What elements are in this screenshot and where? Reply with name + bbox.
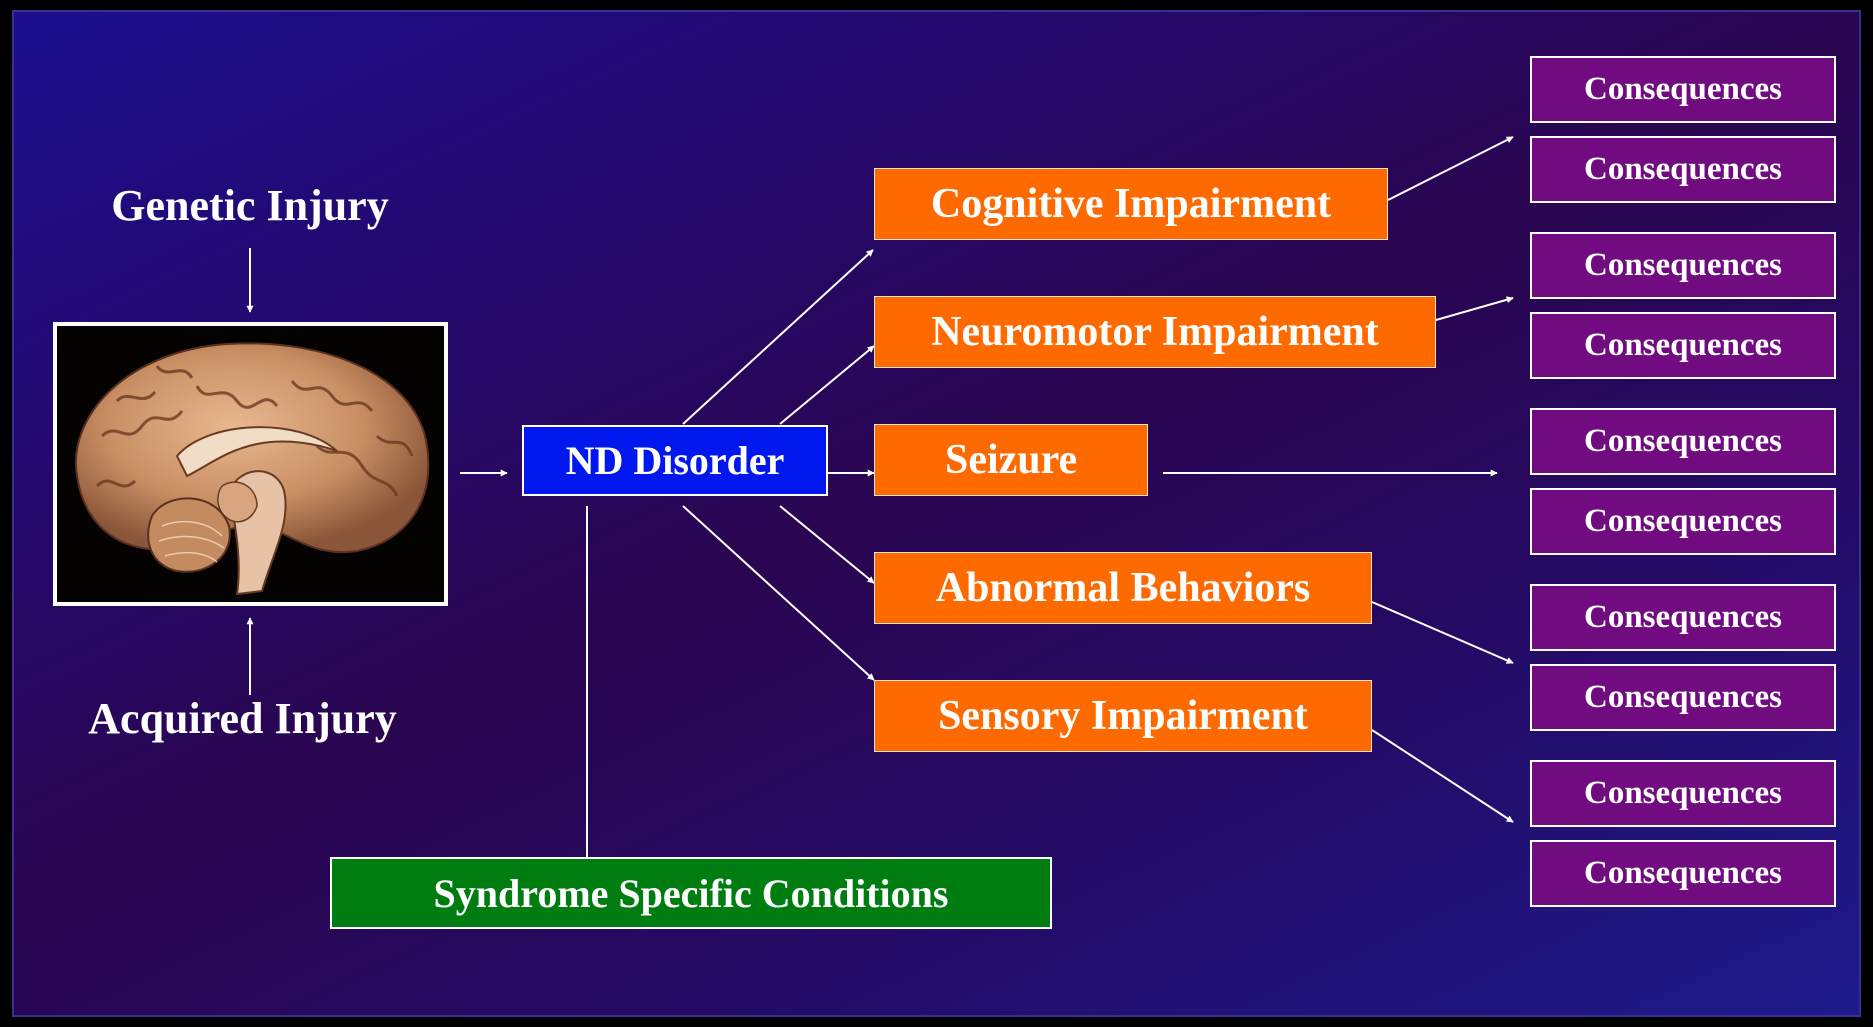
consequences-box-3: Consequences xyxy=(1530,232,1836,299)
consequences-box-4: Consequences xyxy=(1530,312,1836,379)
arrow-nd-to-cognitive xyxy=(682,249,874,425)
consequences-box-7: Consequences xyxy=(1530,584,1836,651)
consequences-box-2: Consequences xyxy=(1530,136,1836,203)
acquired-injury-label: Acquired Injury xyxy=(88,694,397,743)
nd-disorder-box: ND Disorder xyxy=(522,425,828,496)
consequences-box-1: Consequences xyxy=(1530,56,1836,123)
arrow-neuromotor-to-consequences xyxy=(1435,296,1514,321)
consequences-box-6: Consequences xyxy=(1530,488,1836,555)
consequences-box-9: Consequences xyxy=(1530,760,1836,827)
consequences-box-5: Consequences xyxy=(1530,408,1836,475)
arrow-nd-to-neuromotor xyxy=(779,345,875,425)
arrow-nd-to-sensory xyxy=(682,505,875,681)
arrow-nd-to-abnormal xyxy=(779,505,875,584)
brain-image xyxy=(53,322,448,606)
arrow-cognitive-to-consequences xyxy=(1387,136,1514,201)
arrow-sensory-to-consequences xyxy=(1371,729,1514,823)
consequences-box-8: Consequences xyxy=(1530,664,1836,731)
cognitive-impairment-box: Cognitive Impairment xyxy=(874,168,1388,240)
abnormal-behaviors-box: Abnormal Behaviors xyxy=(874,552,1372,624)
brain-sagittal-section-image xyxy=(74,342,430,596)
arrow-abnormal-to-consequences xyxy=(1371,601,1514,664)
syndrome-specific-conditions-box: Syndrome Specific Conditions xyxy=(330,857,1052,929)
sensory-impairment-box: Sensory Impairment xyxy=(874,680,1372,752)
consequences-box-10: Consequences xyxy=(1530,840,1836,907)
seizure-box: Seizure xyxy=(874,424,1148,496)
neuromotor-impairment-box: Neuromotor Impairment xyxy=(874,296,1436,368)
genetic-injury-label: Genetic Injury xyxy=(111,181,389,230)
